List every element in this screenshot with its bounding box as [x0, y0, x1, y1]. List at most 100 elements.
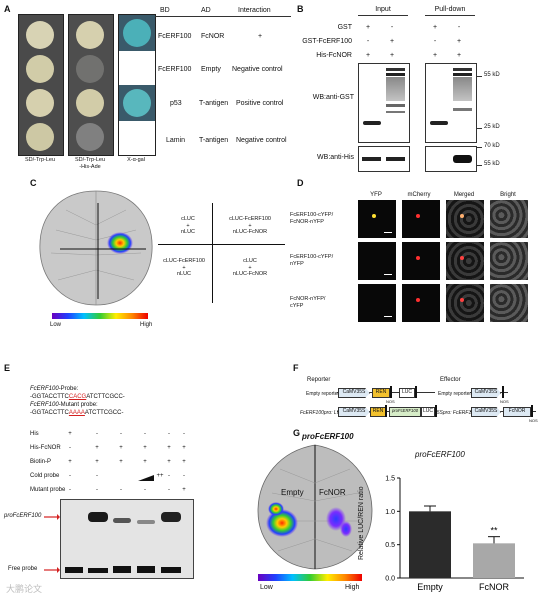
bifc-image: [358, 242, 396, 280]
y-tick-label: 1.5: [385, 476, 395, 483]
scale-low: Low: [50, 322, 62, 328]
eff2-camv35s-promoter: CaMV35S: [471, 407, 501, 417]
fluorescent-nucleus: [416, 214, 420, 218]
bifc-row-3: FcNOR-nYFP/ cYFP: [290, 296, 326, 309]
pulldown-sign: +: [432, 52, 438, 59]
row2-bd: FcERF100: [158, 66, 192, 73]
row4-bd: Lamin: [166, 137, 186, 144]
bifc-image: [358, 200, 396, 238]
bifc-col-bright: Bright: [500, 192, 516, 198]
mutant-line: FcERF100-Mutant probe:: [30, 402, 98, 409]
rep1-camv35s-promoter: CaMV35S: [338, 388, 370, 398]
watermark: 大鹏论文: [6, 585, 43, 595]
eff2-fcnor-box: FcNOR: [503, 407, 531, 417]
table-header-ad: AD: [201, 7, 211, 14]
probe-name: FcERF100: [30, 386, 59, 392]
blot-anti-his-input: [358, 146, 410, 172]
emsa-row-label: His: [30, 431, 39, 437]
emsa-sign: -: [96, 473, 98, 479]
rep2-label: FcERF100pro: LUC: [300, 410, 344, 416]
reporter-color-scale: [258, 574, 362, 581]
input-rule: [358, 15, 408, 16]
emsa-sign: -: [168, 487, 170, 493]
emsa-sign: +: [68, 431, 72, 437]
leaf-left-label: Empty: [281, 488, 304, 497]
row4-ad: T-antigen: [199, 137, 229, 144]
panel-label-d: D: [297, 178, 304, 188]
pulldown-sign: +: [365, 52, 371, 59]
fluorescent-nucleus: [460, 256, 464, 260]
cold-probe-wedge: [138, 475, 154, 481]
leaf-right-label: FcNOR: [319, 488, 346, 497]
marker-70kd: 70 kD: [484, 143, 500, 149]
table-header-bd: BD: [160, 7, 170, 14]
probe-seq-a: -GGTACCTTC: [30, 394, 69, 400]
y-tick-label: 0.5: [385, 542, 395, 549]
rep2-nos-bar-2: [435, 405, 437, 417]
emsa-sign: -: [183, 473, 185, 479]
blot1-label: WB:anti-GST: [312, 94, 354, 101]
pulldown-sign: -: [390, 24, 394, 31]
emsa-sign: -: [168, 431, 170, 437]
bar: [473, 543, 515, 578]
emsa-sign: +: [119, 445, 123, 451]
row3-ad: T-antigen: [199, 100, 229, 107]
row3-interaction: Positive control: [236, 100, 284, 107]
eff1-nos-bar: [502, 386, 504, 398]
scale-high: High: [140, 322, 153, 328]
fluorescent-nucleus: [372, 214, 376, 218]
panel-label-f: F: [293, 363, 299, 373]
bifc-image: [490, 284, 528, 322]
rep1-luc-box: LUC: [399, 388, 415, 398]
pulldown-sign: +: [456, 38, 462, 45]
emsa-row-label: Mutant probe: [30, 487, 66, 493]
pulldown-sign: +: [389, 38, 395, 45]
plate-label-2: SD/-Trp-Leu -His-Ade: [74, 157, 106, 170]
emsa-sign: -: [96, 431, 98, 437]
bifc-image: [490, 200, 528, 238]
emsa-sign: +: [143, 445, 147, 451]
emsa-sign: -: [69, 473, 71, 479]
rep1-ren-box: REN: [372, 388, 390, 398]
mutant-seq-core: AAAA: [68, 410, 85, 416]
bifc-image: [402, 284, 440, 322]
y-tick-label: 1.0: [385, 509, 395, 516]
reporter-scale-high: High: [345, 584, 360, 591]
mutant-seq: -GGTACCTTCAAAAATCTTCGCC-: [30, 410, 123, 417]
plate-x-alpha-gal: [118, 14, 156, 156]
pulldown-sign: +: [432, 24, 438, 31]
emsa-sign: +: [95, 445, 99, 451]
emsa-sign: +: [95, 459, 99, 465]
quadrant-hline: [158, 244, 285, 245]
emsa-sign: -: [69, 487, 71, 493]
pulldown-rule: [425, 15, 475, 16]
row2-ad: Empty: [201, 66, 221, 73]
emsa-sign: -: [144, 487, 146, 493]
marker-55kd-top: 55 kD: [484, 72, 500, 78]
quadrant-bottom-right: cLUC + nLUC-FcNOR: [232, 258, 268, 277]
emsa-sign: -: [120, 487, 122, 493]
emsa-sign: -: [96, 487, 98, 493]
bifc-row-2: FcERF100-cYFP/ nYFP: [290, 254, 334, 267]
free-probe-label: Free probe: [8, 566, 38, 572]
row1-ad: FcNOR: [201, 33, 225, 40]
reporter-scale-low: Low: [260, 584, 273, 591]
emsa-sign: -: [168, 473, 170, 479]
bifc-row-1: FcERF100-cYFP/ FcNOR-nYFP: [290, 212, 334, 225]
mutant-seq-b: ATCTTCGCC-: [84, 410, 124, 416]
pulldown-sign: -: [457, 24, 461, 31]
leaf-reporter-image: [257, 444, 373, 570]
scale-bar: [384, 316, 392, 317]
row2-interaction: Negative control: [232, 66, 283, 73]
bifc-image: [402, 242, 440, 280]
marker-tick-1: [476, 76, 482, 77]
pulldown-input-heading: Input: [375, 6, 391, 13]
fluorescent-nucleus: [416, 256, 420, 260]
fluorescent-nucleus: [416, 298, 420, 302]
leaf-title: proFcERF100: [302, 432, 354, 441]
emsa-row-label: Cold probe: [30, 473, 60, 479]
marker-55kd-bottom: 55 kD: [484, 161, 500, 167]
emsa-sign: -: [120, 431, 122, 437]
plate-label-3: X-α-gal: [127, 157, 145, 163]
